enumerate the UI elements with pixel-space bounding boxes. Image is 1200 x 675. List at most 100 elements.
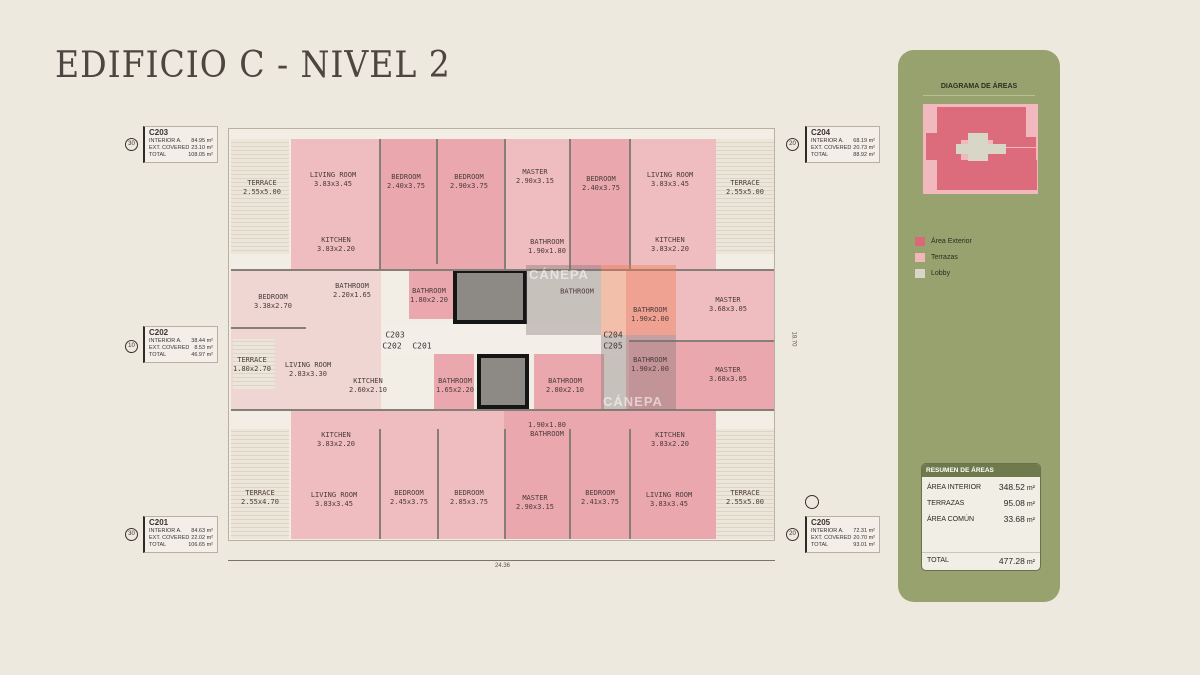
wall xyxy=(379,139,381,269)
unit-c205-master xyxy=(629,341,774,411)
watermark-overlay xyxy=(526,265,601,335)
lobby-corridor xyxy=(381,324,626,354)
wall xyxy=(437,429,439,539)
height-dimension: 18.70 xyxy=(790,331,797,347)
watermark: CÁNEPA xyxy=(603,394,663,409)
unit-c204-area xyxy=(629,139,716,269)
terrace-area xyxy=(233,339,275,389)
unit-c205-area xyxy=(569,411,716,539)
wall xyxy=(504,429,506,539)
unit-badge: 30 xyxy=(125,528,138,541)
unit-c201-area xyxy=(291,411,379,539)
divider xyxy=(923,95,1035,96)
diagram-exterior-block xyxy=(994,107,1026,140)
legend-item: Lobby xyxy=(915,269,950,278)
wall xyxy=(231,327,306,329)
wall xyxy=(569,429,571,539)
unit-marker-c203: C203 xyxy=(385,330,405,340)
bathroom-area xyxy=(534,354,604,409)
unit-marker-c205: C205 xyxy=(603,341,623,351)
diagram-exterior-block xyxy=(937,160,1037,190)
stair-core xyxy=(453,269,527,324)
bathroom-area xyxy=(409,269,454,319)
legend-item: Área Exterior xyxy=(915,237,972,246)
legend-label: Lobby xyxy=(931,270,951,277)
watermark: CÁNEPA xyxy=(529,267,589,282)
legend-swatch xyxy=(915,269,925,278)
diagram-title: DIAGRAMA DE ÁREAS xyxy=(940,83,1018,90)
unit-marker-c204: C204 xyxy=(603,330,623,340)
unit-marker-c202: C202 xyxy=(382,341,402,351)
legend-item: Terrazas xyxy=(915,253,958,262)
unit-marker-c201: C201 xyxy=(412,341,432,351)
wall xyxy=(504,139,506,269)
area-diagram xyxy=(923,104,1038,194)
wall xyxy=(629,429,631,539)
wall xyxy=(231,269,774,271)
north-arrow-icon xyxy=(805,495,819,509)
bathroom-area xyxy=(434,354,474,409)
legend-label: Terrazas xyxy=(931,254,958,261)
unit-c204-bedroom xyxy=(569,139,629,269)
terrace-area xyxy=(716,429,774,539)
unit-badge: 20 xyxy=(786,528,799,541)
legend-swatch xyxy=(915,253,925,262)
legend-label: Área Exterior xyxy=(931,238,972,245)
terrace-area xyxy=(231,429,289,539)
master-area xyxy=(504,139,569,269)
unit-badge: 20 xyxy=(786,138,799,151)
elevator-core xyxy=(477,354,529,409)
areas-panel: DIAGRAMA DE ÁREAS Área Exterior Terrazas… xyxy=(898,50,1060,602)
diagram-exterior-block xyxy=(926,133,961,160)
diagram-exterior-block xyxy=(993,137,1036,147)
diagram-lobby-block xyxy=(956,144,1006,154)
unit-badge: 10 xyxy=(125,340,138,353)
page-title: EDIFICIO C - NIVEL 2 xyxy=(55,45,451,86)
wall xyxy=(436,139,438,264)
wall xyxy=(629,340,774,342)
width-dimension-line xyxy=(228,560,775,561)
wall xyxy=(231,409,774,411)
unit-c201-bedrooms xyxy=(379,411,504,539)
watermark-overlay xyxy=(601,335,676,410)
unit-c203-bedrooms xyxy=(379,139,504,269)
wall xyxy=(629,139,631,269)
width-dimension: 24.36 xyxy=(495,563,511,569)
